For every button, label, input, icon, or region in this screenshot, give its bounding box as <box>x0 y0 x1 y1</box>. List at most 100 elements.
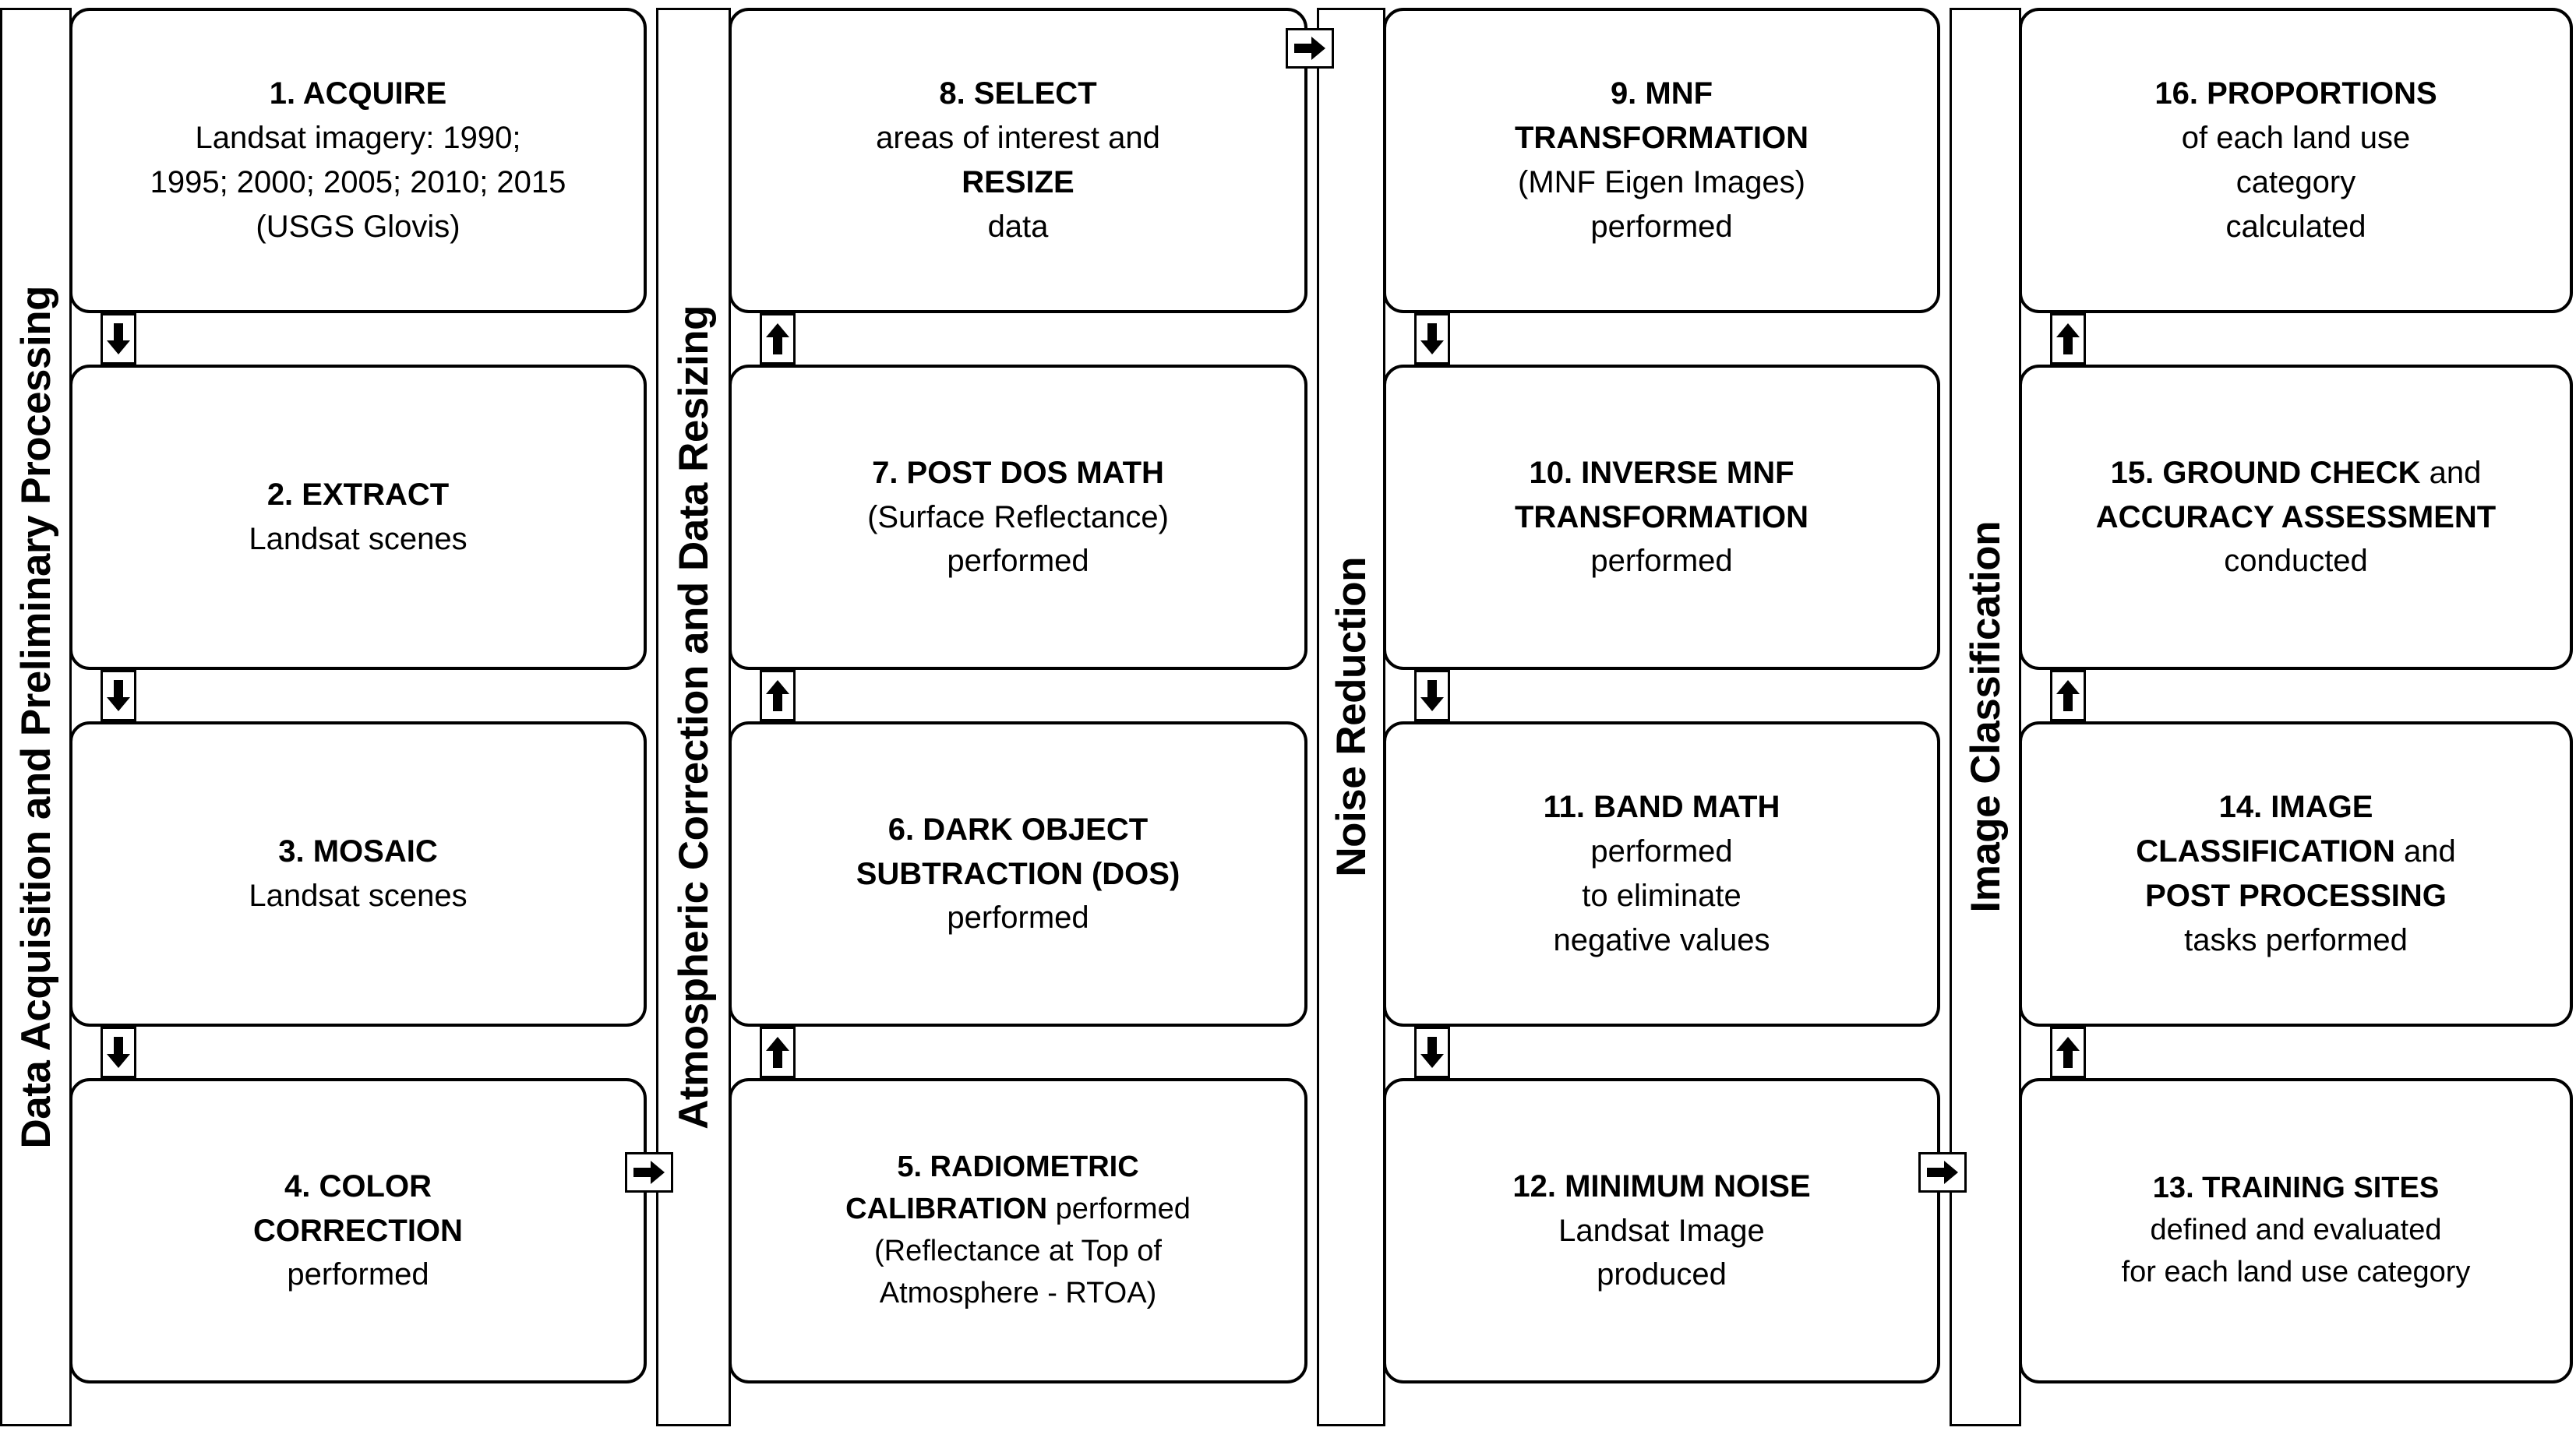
node-text-line: RESIZE <box>962 165 1075 199</box>
node-text-line: areas of interest and <box>876 121 1160 156</box>
process-node-16-proportions[interactable]: 16. PROPORTIONS of each land use category c… <box>2019 8 2573 313</box>
node-text-line: (USGS Glovis) <box>256 209 461 244</box>
node-text-line: 1995; 2000; 2005; 2010; 2015 <box>150 165 566 199</box>
node-text-line: produced <box>1597 1257 1727 1292</box>
arrow-down-icon <box>1414 1027 1450 1078</box>
connector-11-to-12 <box>1383 1027 1940 1078</box>
arrow-up-icon <box>760 313 796 365</box>
connector-14-to-15 <box>2019 670 2573 721</box>
stage-group-image-classification: Image Classification 16. PROPORTIONS of e… <box>1950 8 2573 1426</box>
arrow-down-icon <box>1414 313 1450 365</box>
node-text-line: 11. BAND MATH <box>1543 790 1780 825</box>
process-node-9-mnf-transformation[interactable]: 9. MNF TRANSFORMATION (MNF Eigen Images) pe… <box>1383 8 1940 313</box>
node-text-line: 16. PROPORTIONS <box>2154 76 2437 111</box>
node-text-line: 9. MNF <box>1610 76 1713 111</box>
process-node-7-post-dos-math[interactable]: 7. POST DOS MATH (Surface Reflectance) per… <box>729 365 1307 670</box>
node-text-line: 7. POST DOS MATH <box>872 455 1164 490</box>
arrow-up-icon <box>2050 1027 2086 1078</box>
arrow-down-icon <box>101 670 136 721</box>
node-text-line: of each land use <box>2181 121 2411 156</box>
stage-label-text: Data Acquisition and Preliminary Process… <box>12 285 59 1149</box>
node-text-line: 3. MOSAIC <box>278 834 438 869</box>
node-text-line: defined and evaluated <box>2150 1214 2442 1247</box>
stage-label-text: Noise Reduction <box>1328 557 1374 877</box>
arrow-down-icon <box>101 1027 136 1078</box>
node-text-line: 1. ACQUIRE <box>269 76 447 111</box>
node-text-line: (MNF Eigen Images) <box>1518 165 1805 199</box>
node-text-line: TRANSFORMATION <box>1515 499 1808 534</box>
connector-10-to-11 <box>1383 670 1940 721</box>
node-text-line: Atmosphere - RTOA) <box>879 1276 1157 1309</box>
connector-7-to-8 <box>729 313 1307 365</box>
connector-2-to-3 <box>69 670 647 721</box>
node-text-line: TRANSFORMATION <box>1515 121 1808 156</box>
stage-label-noise-reduction: Noise Reduction <box>1317 8 1385 1426</box>
node-text-line: CORRECTION <box>253 1213 463 1248</box>
gap-2 <box>1307 8 1317 1426</box>
node-text-line: 14. IMAGE <box>2218 790 2373 825</box>
node-text-line: for each land use category <box>2121 1255 2471 1288</box>
connector-6-to-7 <box>729 670 1307 721</box>
stage-group-data-acquisition: Data Acquisition and Preliminary Process… <box>0 8 673 1426</box>
process-node-1-acquire[interactable]: 1. ACQUIRE Landsat imagery: 1990; 1995; 20… <box>69 8 647 313</box>
node-text-line: SUBTRACTION (DOS) <box>856 856 1180 891</box>
node-text-line: conducted <box>2224 544 2368 579</box>
stage-label-data-acquisition: Data Acquisition and Preliminary Process… <box>0 8 72 1426</box>
node-text-line: Landsat scenes <box>249 522 468 556</box>
arrow-up-icon <box>2050 670 2086 721</box>
node-text-line: Landsat Image <box>1558 1213 1765 1248</box>
arrow-down-icon <box>101 313 136 365</box>
node-text-line: performed <box>1590 209 1733 244</box>
node-text-line: calculated <box>2225 209 2366 244</box>
process-node-13-training-sites[interactable]: 13. TRAINING SITES defined and evaluated f… <box>2019 1078 2573 1383</box>
node-text-line: performed <box>287 1257 429 1292</box>
arrow-up-icon <box>760 1027 796 1078</box>
node-text-line: 5. RADIOMETRIC <box>897 1151 1139 1184</box>
stage-label-atmospheric-correction: Atmospheric Correction and Data Resizing <box>656 8 731 1426</box>
node-text-line: 10. INVERSE MNF <box>1529 455 1794 490</box>
connector-1-to-2 <box>69 313 647 365</box>
node-text-line: 13. TRAINING SITES <box>2152 1172 2440 1205</box>
node-text-line: tasks performed <box>2184 922 2408 957</box>
node-text-line: (Surface Reflectance) <box>867 499 1169 534</box>
connector-5-to-6 <box>729 1027 1307 1078</box>
stage-label-text: Atmospheric Correction and Data Resizing <box>670 305 717 1130</box>
node-text-line: 2. EXTRACT <box>266 478 450 513</box>
arrow-group1-to-group2 <box>625 1152 673 1193</box>
gap-1 <box>647 8 656 1426</box>
stage-label-text: Image Classification <box>1962 521 2009 913</box>
stage-label-image-classification: Image Classification <box>1950 8 2021 1426</box>
connector-15-to-16 <box>2019 313 2573 365</box>
node-text-line: negative values <box>1553 922 1770 957</box>
connector-3-to-4 <box>69 1027 647 1078</box>
node-text-line: (Reflectance at Top of <box>874 1235 1162 1267</box>
process-node-2-extract[interactable]: 2. EXTRACT Landsat scenes <box>69 365 647 670</box>
arrow-group2-to-group3 <box>1286 28 1334 69</box>
stage-group-noise-reduction: Noise Reduction 9. MNF TRANSFORMATION (MNF… <box>1317 8 1967 1426</box>
node-stack-4: 16. PROPORTIONS of each land use category c… <box>2019 8 2573 1426</box>
connector-13-to-14 <box>2019 1027 2573 1078</box>
node-text-line: Landsat imagery: 1990; <box>195 121 521 156</box>
node-text-line: performed <box>947 901 1089 936</box>
gap-3 <box>1940 8 1950 1426</box>
node-text-line: POST PROCESSING <box>2145 879 2447 913</box>
arrow-down-icon <box>1414 670 1450 721</box>
node-text-line: performed <box>947 544 1089 579</box>
node-stack-1: 1. ACQUIRE Landsat imagery: 1990; 1995; 20… <box>69 8 647 1426</box>
node-text-line: 8. SELECT <box>939 76 1097 111</box>
node-text-line: data <box>987 209 1049 244</box>
node-text-line: category <box>2235 165 2356 199</box>
node-text-line: ACCURACY ASSESSMENT <box>2095 499 2497 534</box>
arrow-up-icon <box>760 670 796 721</box>
